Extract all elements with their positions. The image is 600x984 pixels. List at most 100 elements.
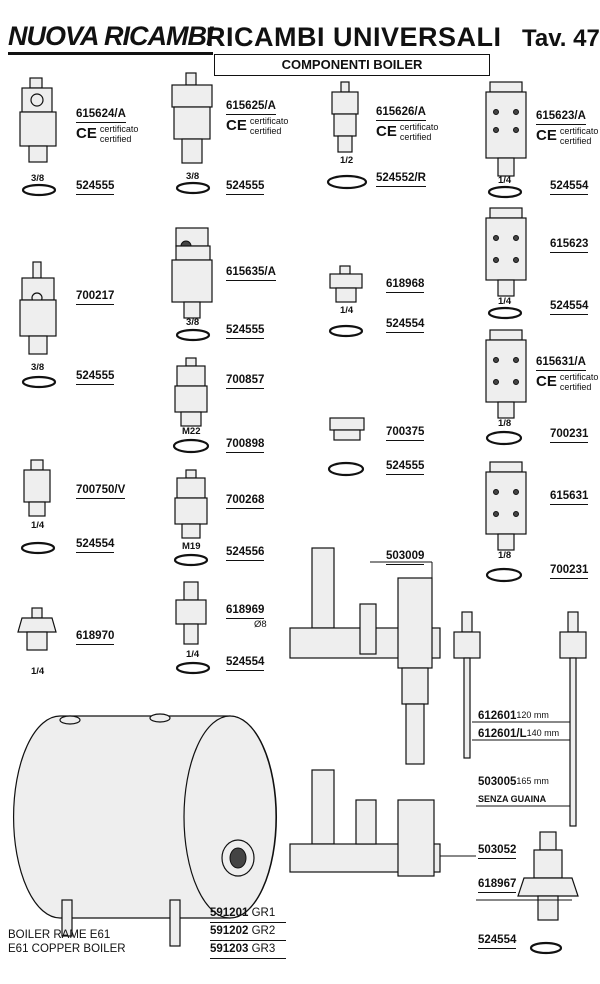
probe-503005-label: 503005 165 mm bbox=[478, 776, 549, 788]
probe-612601l-label: 612601/L 140 mm bbox=[478, 728, 560, 740]
size-label: 3/8 bbox=[31, 362, 45, 373]
plug-618968-drawing bbox=[329, 265, 363, 303]
gasket-700898-ring bbox=[172, 438, 210, 454]
ce-mark: CE bbox=[76, 125, 97, 142]
part-label-615623a: 615623/A bbox=[536, 110, 586, 125]
part-label-524556: 524556 bbox=[226, 546, 265, 561]
no-sheath-note: SENZA GUAINA bbox=[478, 794, 547, 804]
probe-612601-drawing bbox=[453, 611, 481, 759]
size-label: 1/2 bbox=[340, 155, 354, 166]
probe-503005-drawing bbox=[559, 611, 587, 827]
size-label: 1/4 bbox=[340, 305, 354, 316]
plug-700375-drawing bbox=[329, 417, 365, 441]
gasket-524555-ring bbox=[327, 461, 365, 477]
part-label-615626a: 615626/A bbox=[376, 106, 426, 121]
gasket-524555-ring bbox=[21, 375, 57, 389]
leader-lines bbox=[370, 561, 572, 901]
part-label-524555: 524555 bbox=[76, 370, 115, 385]
gasket-524554-ring bbox=[529, 941, 563, 955]
part-label-618967: 618967 bbox=[478, 878, 517, 893]
part-label-700268: 700268 bbox=[226, 494, 265, 509]
part-label-524554: 524554 bbox=[226, 656, 265, 671]
part-label-618970: 618970 bbox=[76, 630, 115, 645]
boiler-variant-2: 591202 GR2 bbox=[210, 924, 286, 941]
boiler-variant-3: 591203 GR3 bbox=[210, 942, 286, 959]
part-label-503009: 503009 bbox=[386, 550, 425, 565]
gasket-524556-ring bbox=[173, 553, 209, 567]
valve-700268-drawing bbox=[174, 469, 208, 539]
part-label-700750v: 700750/V bbox=[76, 484, 126, 499]
gasket-524552r-ring bbox=[326, 174, 368, 190]
part-label-524554: 524554 bbox=[478, 934, 517, 949]
valve-700857-drawing bbox=[174, 357, 208, 427]
table-number: Tav. 47 bbox=[522, 25, 600, 52]
part-label-615635a: 615635/A bbox=[226, 266, 276, 281]
gasket-524554-ring bbox=[328, 324, 364, 338]
part-label-615624a: 615624/A bbox=[76, 108, 126, 123]
assembly-503052-drawing bbox=[289, 769, 441, 877]
ce-mark: CE bbox=[226, 117, 247, 134]
part-label-524555: 524555 bbox=[386, 460, 425, 475]
fitting-618969-drawing bbox=[175, 581, 207, 645]
gasket-524555-ring bbox=[175, 181, 211, 195]
size-label: 1/8 bbox=[498, 550, 512, 561]
size-label: 1/4 bbox=[498, 296, 512, 307]
part-label-615625a: 615625/A bbox=[226, 100, 276, 115]
gasket-524555-ring bbox=[175, 328, 211, 342]
size-label: 1/4 bbox=[186, 649, 200, 660]
part-label-618968: 618968 bbox=[386, 278, 425, 293]
diameter-label: Ø8 bbox=[254, 619, 267, 630]
boiler-variant-1: 591201 GR1 bbox=[210, 906, 286, 923]
valve-618970-drawing bbox=[17, 607, 57, 651]
valve-615623a-drawing bbox=[485, 81, 527, 177]
page-title: RICAMBI UNIVERSALI bbox=[206, 22, 502, 52]
part-label-700375: 700375 bbox=[386, 426, 425, 441]
part-label-700857: 700857 bbox=[226, 374, 265, 389]
boiler-label-en: E61 COPPER BOILER bbox=[8, 943, 126, 955]
gasket-524554-ring bbox=[20, 541, 56, 555]
part-label-503052: 503052 bbox=[478, 844, 517, 859]
valve-615631-drawing bbox=[485, 461, 527, 551]
size-label: 1/8 bbox=[498, 418, 512, 429]
size-label: 1/4 bbox=[31, 520, 45, 531]
valve-700750v-drawing bbox=[23, 459, 51, 517]
gasket-524555-ring bbox=[21, 183, 57, 197]
size-label: 3/8 bbox=[186, 317, 200, 328]
part-label-618969: 618969 bbox=[226, 604, 265, 619]
part-label-524555: 524555 bbox=[226, 180, 265, 195]
gasket-700231-ring bbox=[485, 430, 523, 446]
ce-mark: CE bbox=[376, 123, 397, 140]
gasket-524554-ring bbox=[487, 306, 523, 320]
size-label: M19 bbox=[182, 541, 201, 552]
part-label-700231: 700231 bbox=[550, 428, 589, 443]
valve-615626a-drawing bbox=[331, 81, 359, 153]
ce-mark: CE bbox=[536, 373, 557, 390]
part-label-524554: 524554 bbox=[386, 318, 425, 333]
valve-618967-drawing bbox=[517, 831, 579, 921]
part-label-524554: 524554 bbox=[76, 538, 115, 553]
ce-mark: CE bbox=[536, 127, 557, 144]
valve-615631a-drawing bbox=[485, 329, 527, 419]
size-label: 3/8 bbox=[186, 171, 200, 182]
part-label-700217: 700217 bbox=[76, 290, 115, 305]
part-label-700898: 700898 bbox=[226, 438, 265, 453]
gasket-700231-ring bbox=[485, 567, 523, 583]
part-label-524554: 524554 bbox=[550, 180, 589, 195]
size-label: 3/8 bbox=[31, 173, 45, 184]
assembly-503009-drawing bbox=[289, 547, 441, 765]
part-label-615631: 615631 bbox=[550, 490, 589, 505]
part-label-524555: 524555 bbox=[226, 324, 265, 339]
part-label-524554: 524554 bbox=[550, 300, 589, 315]
gasket-524554-ring bbox=[487, 185, 523, 199]
part-label-615631a: 615631/A bbox=[536, 356, 586, 371]
valve-615625a-drawing bbox=[171, 72, 213, 164]
probe-612601-label: 612601 120 mm bbox=[478, 710, 549, 722]
valve-615635a-drawing bbox=[171, 227, 213, 319]
valve-700217-drawing bbox=[19, 261, 57, 355]
valve-615624a-drawing bbox=[19, 77, 57, 163]
